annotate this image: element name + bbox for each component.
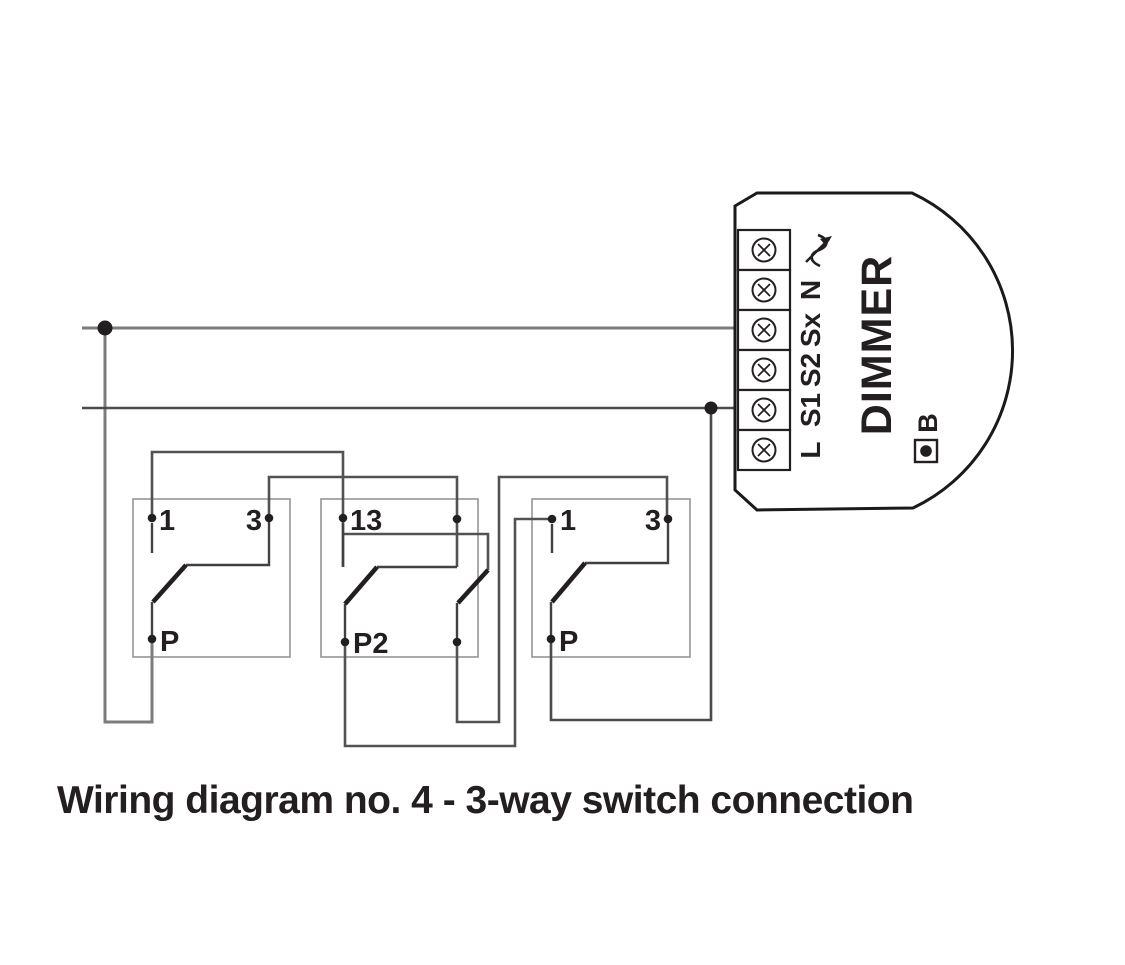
switch1-terminal-3-dot	[264, 513, 274, 523]
junction-dot-sx	[97, 320, 113, 336]
switch2-terminal-topright-dot	[452, 514, 462, 524]
dimmed-load-icon	[805, 233, 832, 268]
switch3-label-p: P	[559, 626, 578, 658]
screw-icon	[751, 277, 777, 303]
switch3-label-1: 1	[560, 505, 576, 537]
dimmer-body	[733, 191, 1015, 512]
switch1-contact3-wire	[186, 518, 271, 567]
switch2-terminal-13-dot	[338, 513, 348, 523]
switch3-box	[531, 498, 691, 658]
switch2-terminal-bottomright-dot	[452, 637, 462, 647]
switch1-terminal-1-dot	[147, 513, 157, 523]
switch3-label-3: 3	[645, 505, 661, 537]
switch1-lever	[151, 563, 188, 604]
terminal-label-s2: S2	[795, 353, 826, 387]
screw-icon	[751, 237, 777, 263]
switch1-terminal-p-dot	[147, 634, 157, 644]
switch3-terminal-p-dot	[546, 634, 556, 644]
screw-icon	[751, 437, 777, 463]
switch1-label-1: 1	[159, 505, 175, 537]
switch3-lever	[550, 561, 587, 604]
terminal-label-s1: S1	[795, 393, 826, 427]
switch2-right-lever	[456, 568, 490, 605]
screw-icon	[751, 317, 777, 343]
switch2-terminal-p2-dot	[340, 637, 350, 647]
wire-sx-to-switch1-p	[103, 328, 154, 724]
switch3-contact3-wire	[585, 519, 670, 565]
terminal-label-l: L	[795, 441, 826, 458]
wire-sw2-p2-to-sw3-1	[343, 517, 552, 748]
wire-sw2-13-branch	[343, 532, 490, 570]
terminal-label-sx: Sx	[795, 312, 826, 347]
dimmer-terminal-block	[736, 228, 792, 472]
b-button-label: B	[913, 413, 943, 433]
switch1-label-p: P	[160, 626, 179, 658]
junction-dot-s1	[704, 401, 718, 415]
switch2-label-13: 13	[350, 505, 382, 537]
b-button-icon	[913, 438, 939, 464]
switch1-label-3: 3	[246, 505, 262, 537]
wire-sw2-bottomright-to-sw3-3	[455, 475, 669, 724]
switch3-terminal-3-dot	[663, 514, 673, 524]
switch2-label-p2: P2	[353, 628, 388, 660]
wire-sw1-1-to-sw2-13	[150, 450, 345, 567]
screw-icon	[751, 357, 777, 383]
switch2-left-lever	[343, 565, 379, 606]
terminal-label-n: N	[795, 280, 826, 300]
wire-s1-to-switch3-p	[549, 408, 713, 722]
switch1-box	[132, 498, 291, 658]
screw-icon	[751, 397, 777, 423]
diagram-caption: Wiring diagram no. 4 - 3-way switch conn…	[57, 779, 913, 822]
dimmer-label: DIMMER	[853, 255, 901, 435]
switch3-terminal-1-dot	[547, 514, 557, 524]
